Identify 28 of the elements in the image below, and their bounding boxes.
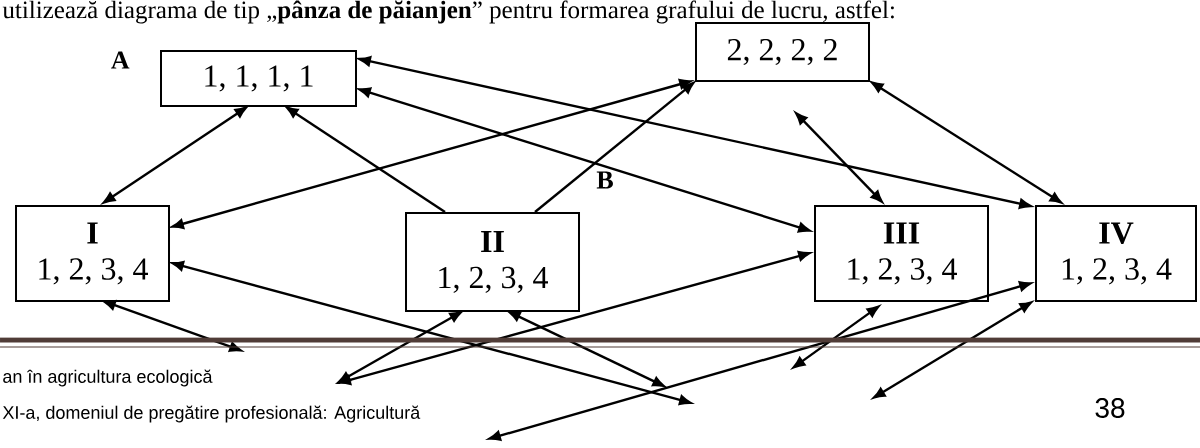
arrow [534,81,695,213]
footer-text: XI-a, domeniul de pregătire profesională: Agricultură [2,405,421,423]
process-box: IV 1, 2, 3, 4 [1035,205,1197,302]
heading-text: utilizează diagrama de tip „pânza de păianjen” pentru formarea grafului de lucru, astfel: [2,0,894,24]
arrow [488,281,1032,441]
arrow [870,81,1063,204]
arrow [873,301,1032,399]
footer-text: an în agricultura ecologică [3,369,213,387]
arrow [285,106,446,213]
arrow [358,56,1032,209]
arrow [338,311,462,383]
arrow [792,305,880,369]
arrow [171,260,692,406]
arrow [358,87,811,233]
arrow [338,250,811,386]
arrow [102,106,248,204]
process-box: II 1, 2, 3, 4 [405,212,580,312]
point-label: B [596,171,613,189]
process-box: III 1, 2, 3, 4 [814,205,989,302]
arrow [103,300,242,352]
arrow [171,79,692,229]
arrow [795,112,883,203]
side-label: A [111,51,130,69]
process-box: I 1, 2, 3, 4 [15,205,170,302]
process-box: 1, 1, 1, 1 [160,50,357,107]
arrow [508,310,665,388]
process-box: 2, 2, 2, 2 [695,22,870,82]
page-number: 38 [1095,398,1125,418]
